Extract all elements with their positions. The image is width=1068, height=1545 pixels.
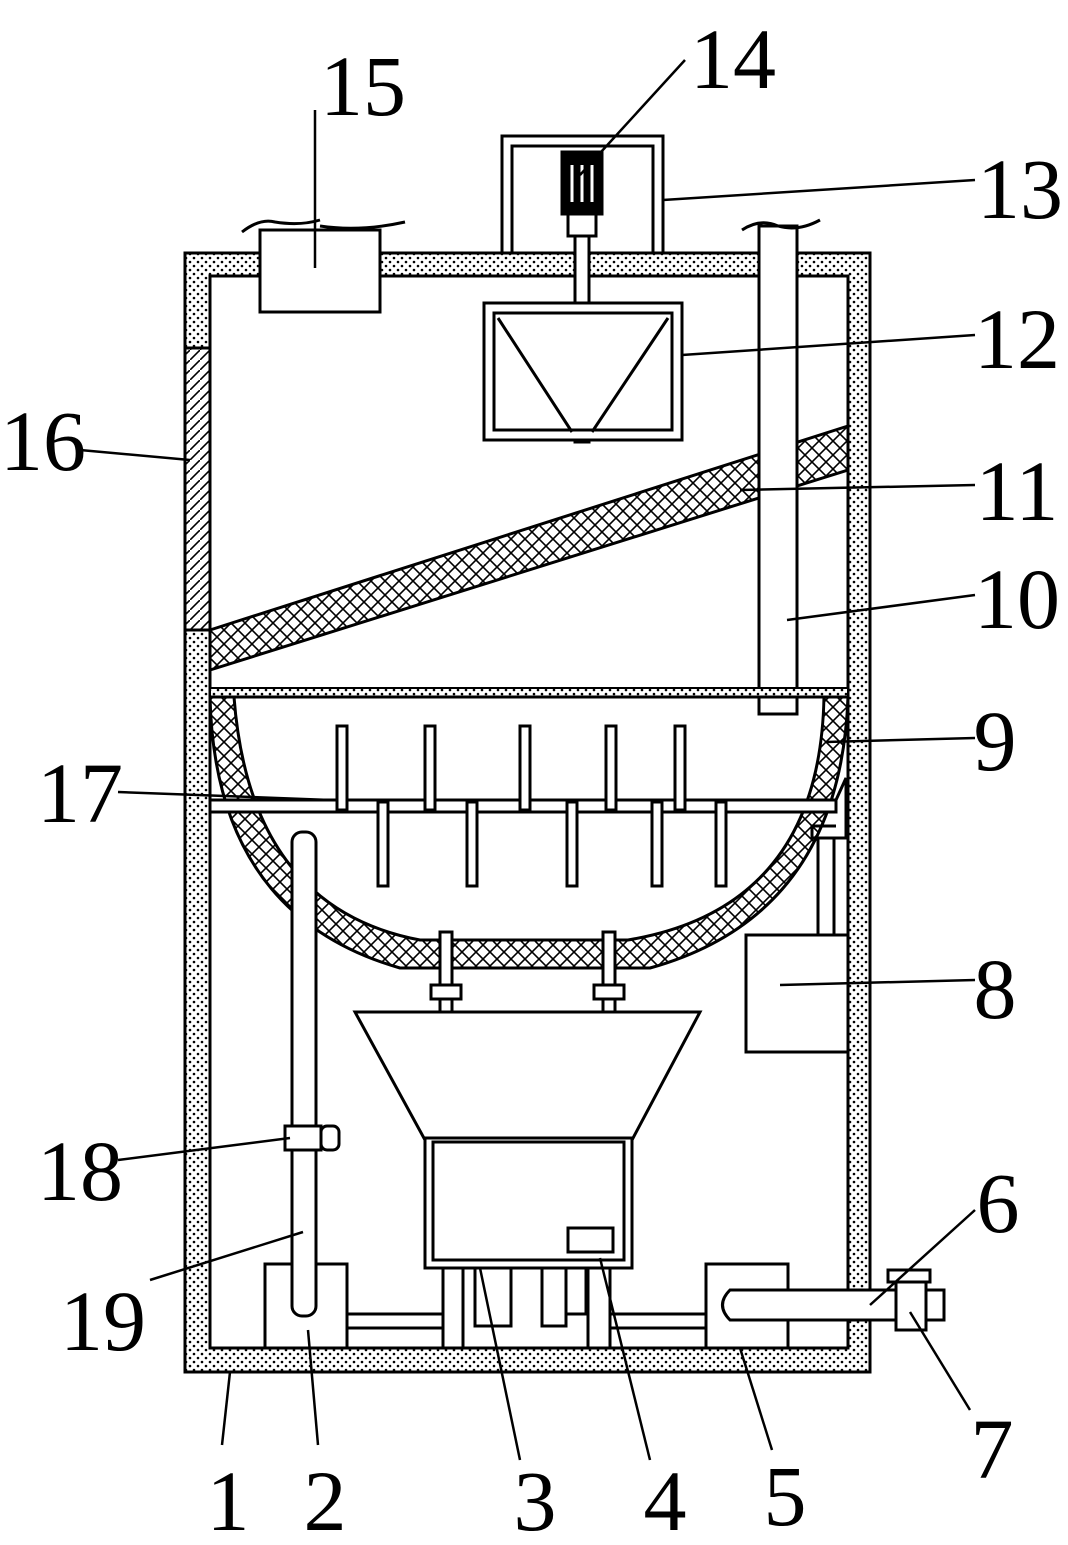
viewing-window	[183, 346, 212, 632]
label-2: 2	[304, 1453, 347, 1545]
label-6: 6	[977, 1155, 1020, 1251]
part-labels: 1 2 3 4 5 6 7 8 9 10 11 12 13 14 15 16 1…	[0, 11, 1063, 1545]
box-support-legs	[441, 1266, 612, 1350]
discharge-pipe	[741, 218, 821, 716]
label-4: 4	[644, 1453, 687, 1545]
label-5: 5	[764, 1448, 807, 1544]
label-12: 12	[974, 291, 1060, 387]
drive-unit	[744, 836, 850, 1054]
outlet-pipe	[721, 1288, 898, 1322]
label-18: 18	[37, 1123, 123, 1219]
label-10: 10	[974, 551, 1060, 647]
label-7: 7	[971, 1401, 1014, 1497]
label-9: 9	[974, 693, 1017, 789]
adjusting-knob	[283, 1124, 341, 1152]
leader-lines	[79, 59, 976, 1461]
sensor	[566, 1226, 615, 1254]
label-3: 3	[514, 1453, 557, 1545]
feed-hopper	[241, 218, 406, 314]
label-11: 11	[976, 443, 1059, 539]
label-13: 13	[977, 141, 1063, 237]
funnel	[352, 1010, 703, 1142]
label-14: 14	[690, 11, 776, 107]
valve	[886, 1268, 946, 1332]
label-8: 8	[974, 941, 1017, 1037]
motor	[560, 150, 604, 238]
lifting-rod	[290, 830, 318, 1318]
funnel-hangers	[429, 930, 626, 1014]
motor-frame	[500, 134, 665, 253]
stirring-shaft	[208, 724, 848, 888]
label-19: 19	[60, 1273, 146, 1369]
label-17: 17	[37, 745, 123, 841]
bottom-rails	[347, 1312, 706, 1330]
inclined-screen	[208, 423, 850, 673]
label-1: 1	[207, 1453, 250, 1545]
housing-wall	[183, 251, 872, 1374]
label-16: 16	[0, 393, 86, 489]
label-15: 15	[320, 38, 406, 134]
crushing-box	[482, 301, 684, 442]
